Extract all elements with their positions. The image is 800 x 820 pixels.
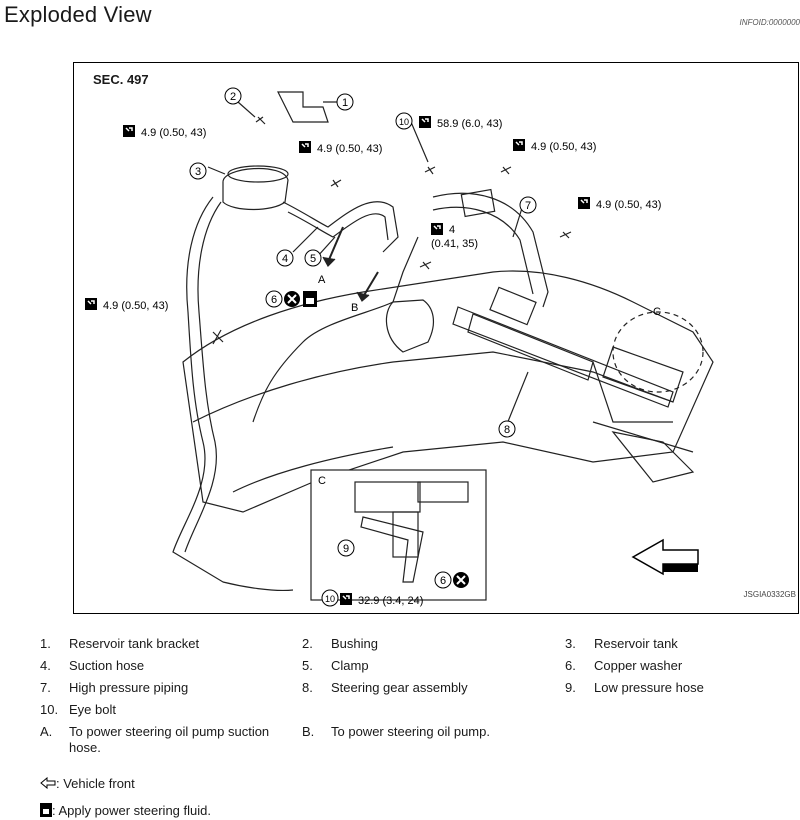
callout-10-inset: 10 bbox=[325, 594, 335, 604]
vehicle-front-arrow-icon bbox=[40, 776, 56, 790]
callout-10: 10 bbox=[399, 117, 409, 127]
torque-spec: 32.9 (3.4, 24) bbox=[358, 595, 423, 607]
torque-spec: 4 bbox=[449, 224, 455, 236]
torque-spec: 4.9 (0.50, 43) bbox=[317, 143, 382, 155]
torque-spec: 58.9 (6.0, 43) bbox=[437, 118, 502, 130]
callout-1: 1 bbox=[342, 97, 348, 109]
torque-spec: 4.9 (0.50, 43) bbox=[596, 199, 661, 211]
callout-9: 9 bbox=[343, 543, 349, 555]
letter-a: A bbox=[318, 274, 326, 286]
image-code: JSGIA0332GB bbox=[743, 590, 796, 599]
info-id: INFOID:0000000 bbox=[739, 18, 800, 27]
vehicle-front-note: : Vehicle front bbox=[40, 776, 135, 791]
callout-3: 3 bbox=[195, 166, 201, 178]
torque-spec: 4.9 (0.50, 43) bbox=[103, 300, 168, 312]
letter-c: C bbox=[653, 306, 661, 318]
letter-b: B bbox=[351, 302, 358, 314]
torque-spec: 4.9 (0.50, 43) bbox=[531, 141, 596, 153]
inset-letter: C bbox=[318, 475, 326, 487]
callout-8: 8 bbox=[504, 424, 510, 436]
callout-5: 5 bbox=[310, 253, 316, 265]
section-label: SEC. 497 bbox=[93, 72, 149, 87]
diagram-frame bbox=[73, 62, 799, 614]
torque-spec: (0.41, 35) bbox=[431, 238, 478, 250]
fluid-icon bbox=[40, 803, 52, 817]
exploded-view-diagram: 1 2 3 4 5 6 7 8 9 10 10 6 bbox=[84, 87, 714, 607]
callout-7: 7 bbox=[525, 200, 531, 212]
callout-6-inset: 6 bbox=[440, 575, 446, 587]
callout-6: 6 bbox=[271, 294, 277, 306]
callout-4: 4 bbox=[282, 253, 288, 265]
apply-fluid-note: : Apply power steering fluid. bbox=[40, 803, 211, 818]
page-title: Exploded View bbox=[4, 2, 152, 27]
callout-2: 2 bbox=[230, 91, 236, 103]
torque-spec: 4.9 (0.50, 43) bbox=[141, 127, 206, 139]
